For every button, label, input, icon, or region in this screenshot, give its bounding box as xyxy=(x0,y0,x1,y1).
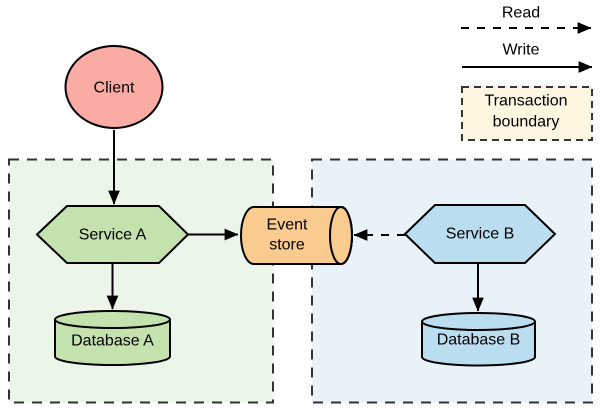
database-b-top xyxy=(421,312,536,331)
database-b-node xyxy=(421,321,536,367)
service-a-node xyxy=(35,205,190,264)
event-store-label-line1: Event xyxy=(267,217,308,234)
legend-read-label: Read xyxy=(502,5,540,22)
service-a-label: Service A xyxy=(79,227,147,244)
service-b-node xyxy=(403,204,557,264)
legend-write-label: Write xyxy=(502,42,539,59)
database-a-top xyxy=(54,310,171,329)
event-store-cap xyxy=(329,206,353,265)
service-b-label: Service B xyxy=(446,226,514,243)
legend-transaction-label-line1: Transaction xyxy=(485,93,568,110)
database-a-node xyxy=(54,319,171,366)
event-store-label-line2: store xyxy=(269,237,305,254)
transaction-boundary-a xyxy=(8,158,274,404)
client-label: Client xyxy=(94,80,135,97)
database-b-label: Database B xyxy=(437,332,521,349)
legend-transaction-boundary-box xyxy=(461,86,593,141)
client-node xyxy=(64,45,164,129)
database-a-label: Database A xyxy=(71,333,154,350)
legend-transaction-label-line2: boundary xyxy=(493,114,560,131)
transaction-boundary-b xyxy=(311,158,593,404)
